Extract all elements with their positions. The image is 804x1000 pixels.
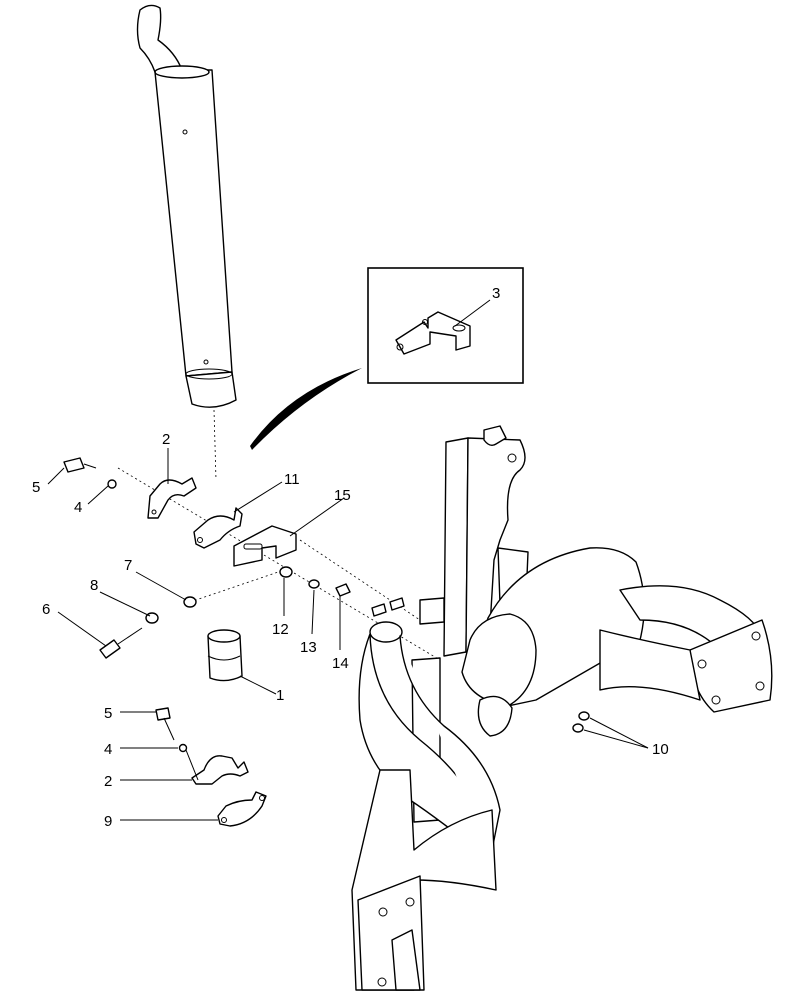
callout-3: 3 (492, 285, 500, 302)
callout-14: 14 (332, 655, 349, 672)
detail-pointer-swoosh (250, 368, 362, 450)
callout-1: 1 (276, 687, 284, 704)
callout-10: 10 (652, 741, 669, 758)
leader-lines (47, 448, 649, 821)
callout-7: 7 (124, 557, 132, 574)
callout-6: 6 (42, 601, 50, 618)
detail-inset-box (367, 267, 524, 384)
lower-frame (351, 769, 497, 991)
callout-12: 12 (272, 621, 289, 638)
callout-15: 15 (334, 487, 351, 504)
hardware-set (99, 566, 590, 733)
callout-5-bottom: 5 (104, 705, 112, 722)
mounting-frame (411, 425, 529, 823)
callout-8: 8 (90, 577, 98, 594)
bracket-15 (233, 525, 297, 567)
callout-13: 13 (300, 639, 317, 656)
callout-4-bottom: 4 (104, 741, 112, 758)
bottom-clamp-assembly (155, 707, 267, 827)
muffler (461, 547, 773, 713)
callout-2-bottom: 2 (104, 773, 112, 790)
callout-11: 11 (284, 471, 300, 488)
callout-4-top: 4 (74, 499, 82, 516)
callout-2-top: 2 (162, 431, 170, 448)
callout-labels: 1 2 2 3 4 4 5 5 6 7 8 9 10 11 12 13 14 1… (32, 285, 669, 830)
callout-9: 9 (104, 813, 112, 830)
connector-sleeve (207, 629, 243, 682)
callout-5-top: 5 (32, 479, 40, 496)
exhaust-stack-pipe (136, 4, 237, 408)
curved-exhaust-pipe (358, 621, 513, 861)
top-clamp-assembly (63, 457, 243, 549)
